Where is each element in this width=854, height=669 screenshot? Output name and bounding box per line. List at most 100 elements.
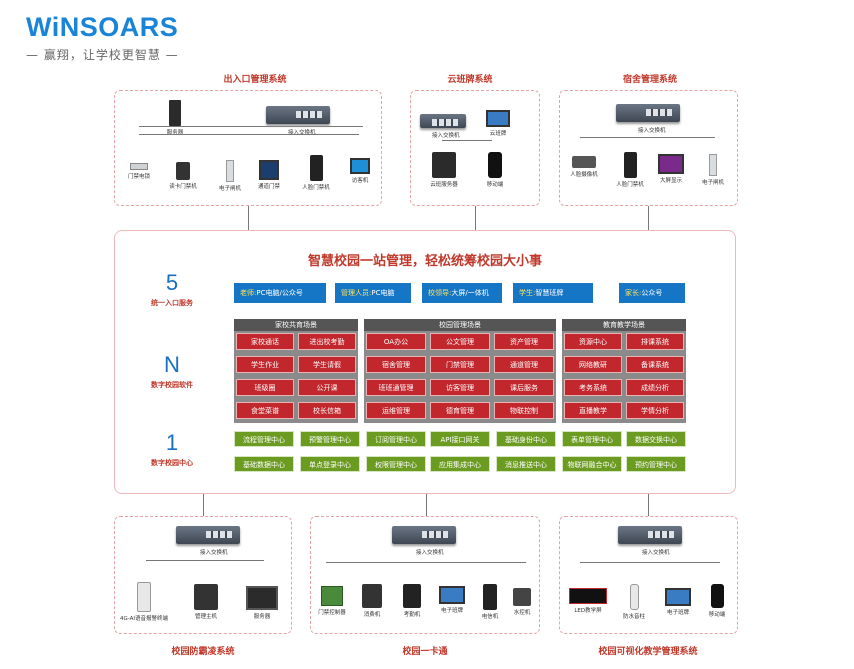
- center-item: 应用集成中心: [430, 456, 490, 472]
- device-big-screen: 大屏显示: [654, 154, 688, 184]
- device-label: 人脸门禁机: [616, 182, 644, 188]
- module-item: 食堂菜谱: [236, 402, 294, 419]
- switch-label: 接入交换机: [432, 133, 460, 139]
- center-item: 订阅管理中心: [366, 431, 426, 447]
- server-icon: [169, 100, 181, 126]
- device-label: 考勤机: [403, 612, 421, 618]
- server-device: 服务器: [160, 100, 190, 136]
- entry-role: 家长:: [625, 289, 642, 297]
- device-gate: 电子闸机: [213, 160, 247, 192]
- entry-text: PC电脑: [371, 289, 395, 297]
- big-screen-icon: [658, 154, 684, 174]
- connector-line: [648, 206, 649, 230]
- tier-n-number: N: [164, 352, 180, 377]
- workstation-icon: [432, 152, 456, 178]
- entry-text: 公众号: [641, 289, 663, 297]
- host-console-icon: [194, 584, 218, 610]
- pos-machine-icon: [362, 584, 382, 608]
- server-label: 服务器: [166, 130, 184, 136]
- connector-line: [139, 126, 363, 127]
- center-item: API接口网关: [430, 431, 490, 447]
- handset-icon: [483, 584, 497, 610]
- device-label: 消费机: [363, 612, 381, 618]
- center-item: 权限管理中心: [366, 456, 426, 472]
- card-reader-icon: [176, 162, 190, 180]
- module-item: 公文管理: [430, 333, 490, 350]
- brand-slogan: — 赢翔，让学校更智慧 —: [26, 48, 179, 62]
- system-title-campus-card: 校园一卡通: [402, 647, 448, 657]
- water-controller-icon: [513, 588, 531, 606]
- alarm-terminal-icon: [137, 582, 151, 612]
- center-item: 数据交换中心: [626, 431, 686, 447]
- module-item: 学生请假: [298, 356, 356, 373]
- phone-icon: [488, 152, 502, 178]
- channel-gate-icon: [259, 160, 279, 180]
- switch-label: 接入交换机: [638, 128, 666, 134]
- center-item: 表单管理中心: [562, 431, 622, 447]
- module-item: 家校通话: [236, 333, 294, 350]
- device-class-board: 电子班牌: [658, 588, 698, 616]
- switch-icon: [618, 526, 682, 544]
- entry-role: 校领导:: [428, 289, 452, 297]
- server-panel-icon: [246, 586, 278, 610]
- device-label: 服务器: [253, 614, 271, 620]
- module-item: 宿舍管理: [366, 356, 426, 373]
- device-face-camera: 人脸摄像机: [566, 156, 602, 178]
- module-item: 直播教学: [564, 402, 622, 419]
- center-item: 预警管理中心: [300, 431, 360, 447]
- system-title-dorm: 宿舍管理系统: [622, 75, 677, 85]
- class-board-icon: [665, 588, 691, 606]
- module-item: 运维管理: [366, 402, 426, 419]
- switch-icon: [616, 104, 680, 122]
- connector-line: [248, 206, 249, 230]
- monitor-icon: [486, 110, 510, 127]
- module-item: 进出校考勤: [298, 333, 356, 350]
- led-screen-icon: [569, 588, 607, 604]
- module-item: 网络教研: [564, 356, 622, 373]
- mobile-device: 移动端: [478, 152, 512, 188]
- switch-label: 接入交换机: [288, 130, 316, 136]
- device-label: 人脸摄像机: [570, 172, 598, 178]
- tier-1-number: 1: [165, 430, 179, 455]
- entry-parent: 家长:公众号: [619, 283, 685, 303]
- switch-label: 接入交换机: [200, 550, 228, 556]
- module-item: 公开课: [298, 379, 356, 396]
- module-item: 班级圈: [236, 379, 294, 396]
- module-item: 学生作业: [236, 356, 294, 373]
- entry-text: PC电脑/公众号: [256, 289, 303, 297]
- connector-line: [475, 206, 476, 230]
- module-item: 访客管理: [430, 379, 490, 396]
- switch-label: 接入交换机: [416, 550, 444, 556]
- lock-icon: [130, 163, 148, 170]
- campus-card-box: [310, 516, 540, 634]
- dorm-system-box: [559, 90, 738, 206]
- group-teaching: 教育教学场景: [562, 319, 686, 331]
- platform-headline: 智慧校园一站管理，轻松统筹校园大小事: [307, 254, 542, 269]
- device-gate: 电子闸机: [696, 154, 730, 186]
- entry-text: 大屏/一体机: [451, 289, 489, 297]
- device-label: 大屏显示: [659, 178, 682, 184]
- device-label: 水控机: [513, 610, 531, 616]
- device-led-screen: LED教学屏: [566, 588, 610, 614]
- device-label: 电信机: [481, 614, 499, 620]
- device-lock: 门禁电锁: [122, 163, 156, 180]
- center-item: 流程管理中心: [234, 431, 294, 447]
- cloud-board-screen: 云班牌: [478, 110, 518, 137]
- device-label: 移动端: [708, 612, 726, 618]
- connector-line: [442, 140, 492, 141]
- system-title-access: 出入口管理系统: [223, 75, 287, 85]
- cloud-board-box: [410, 90, 540, 206]
- device-label: 通道门禁: [257, 184, 280, 190]
- module-item: 课后服务: [494, 379, 554, 396]
- gate-icon: [226, 160, 234, 182]
- system-title-anti-bullying: 校园防霸凌系统: [171, 647, 235, 657]
- speaker-icon: [629, 584, 639, 610]
- device-class-board: 电子班牌: [434, 586, 470, 614]
- group-campus-mgmt: 校园管理场景: [364, 319, 556, 331]
- device-label: 防水音柱: [622, 614, 645, 620]
- module-item: 物联控制: [494, 402, 554, 419]
- tier-5-number: 5: [165, 270, 179, 295]
- anti-bullying-box: [114, 516, 292, 634]
- module-item: 门禁管理: [430, 356, 490, 373]
- visual-teaching-box: [559, 516, 738, 634]
